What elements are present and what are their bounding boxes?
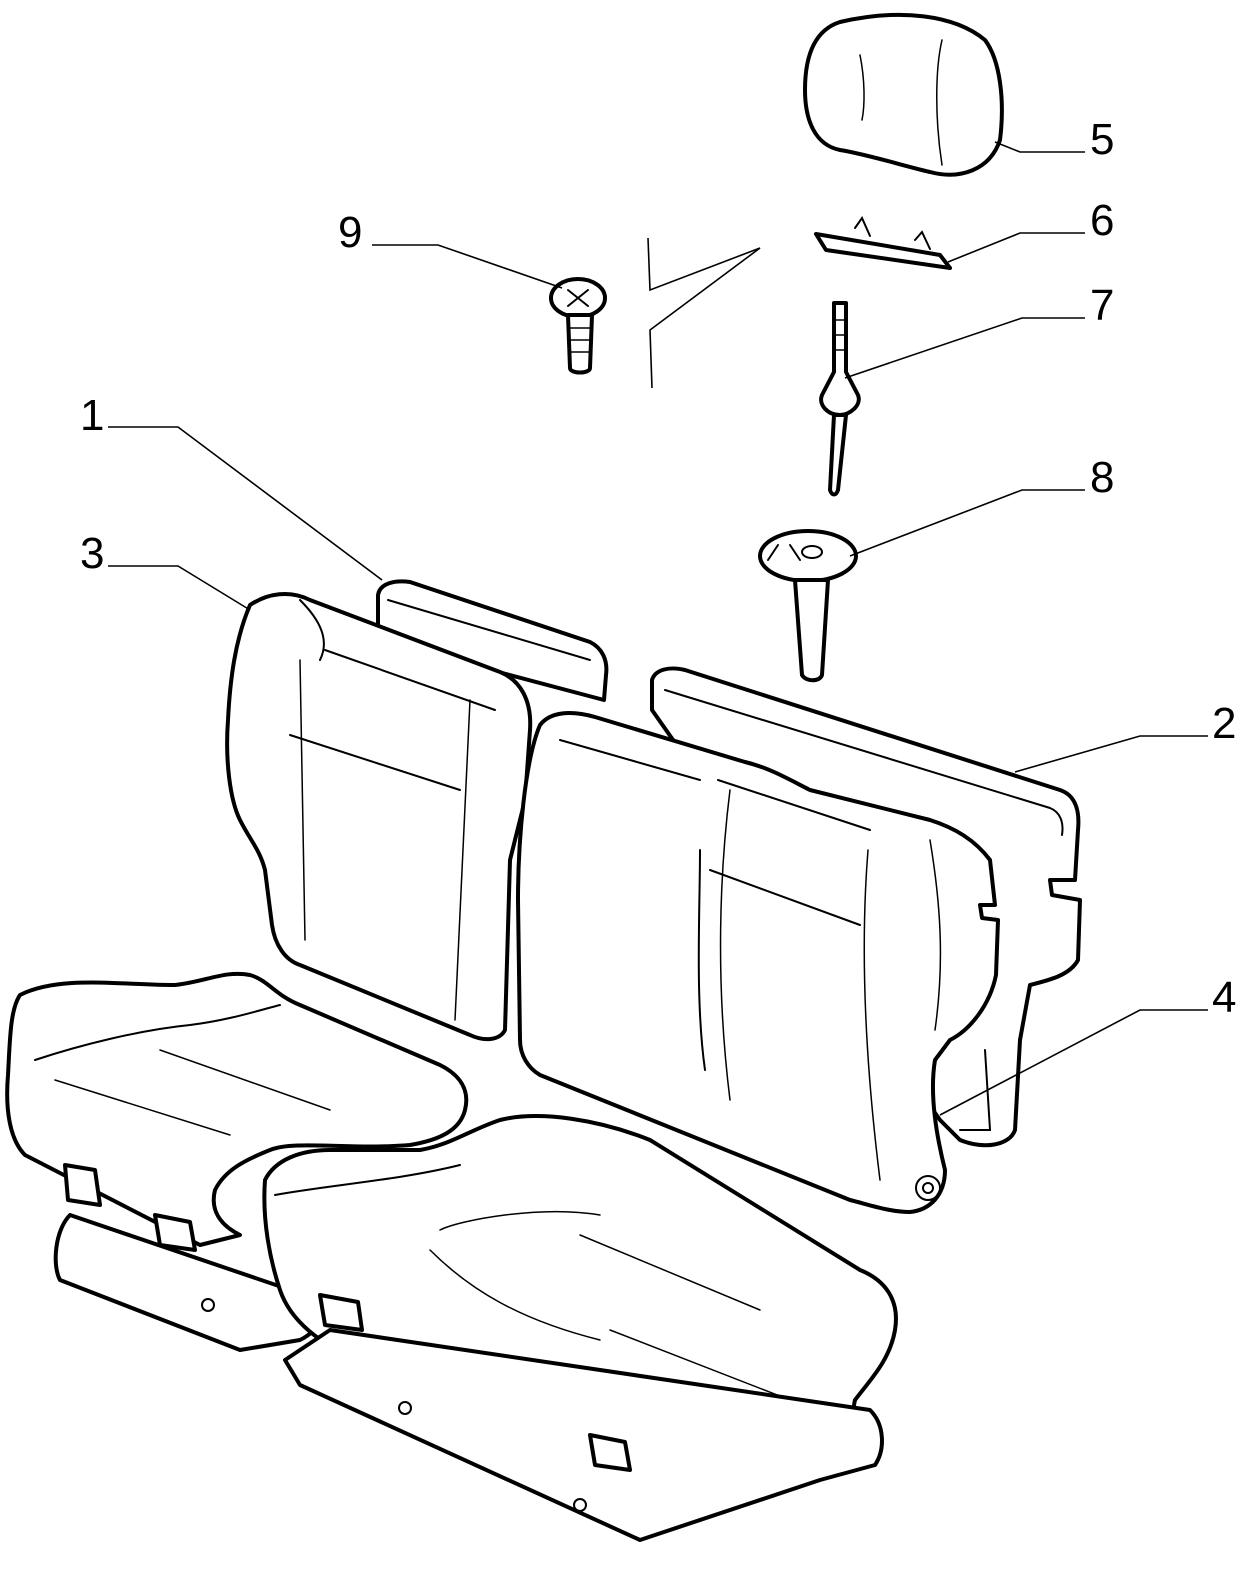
- callout-3: 3: [80, 529, 104, 578]
- callout-labels: 1 2 3 4 5 6 7 8 9: [80, 115, 1236, 1022]
- headrest-pin: [819, 301, 861, 497]
- headrest: [803, 12, 1004, 177]
- callout-9: 9: [338, 208, 362, 257]
- right-backrest-cushion: [516, 711, 1000, 1214]
- left-seat-cushion: [5, 971, 469, 1247]
- leader-lines: [108, 141, 1208, 1116]
- headrest-guide-bar: [814, 215, 952, 270]
- callout-6: 6: [1090, 196, 1114, 245]
- fixing-screw: [549, 277, 607, 375]
- callout-4: 4: [1212, 973, 1236, 1022]
- callout-2: 2: [1212, 699, 1236, 748]
- left-backrest-cushion: [225, 592, 533, 1042]
- callout-8: 8: [1090, 453, 1114, 502]
- break-symbol: [647, 237, 761, 389]
- right-seat-base: [283, 1293, 884, 1542]
- callout-1: 1: [80, 391, 104, 440]
- right-seat-cushion: [262, 1114, 898, 1479]
- callout-5: 5: [1090, 115, 1114, 164]
- callout-7: 7: [1090, 281, 1114, 330]
- headrest-bushing: [758, 529, 858, 683]
- left-backrest-frame: [376, 579, 609, 702]
